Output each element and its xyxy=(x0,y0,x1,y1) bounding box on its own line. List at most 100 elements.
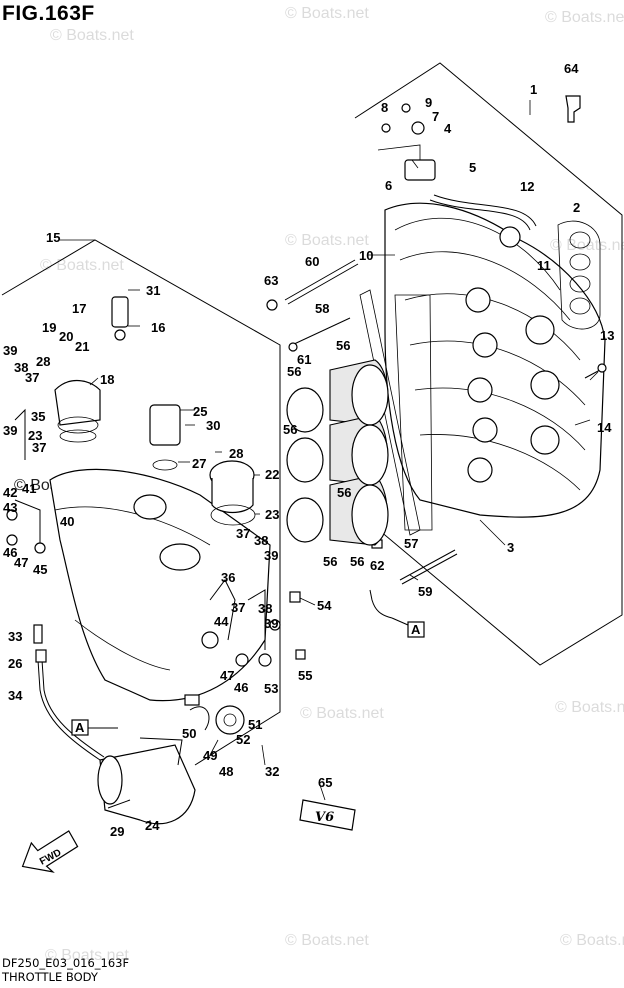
callout-22: 22 xyxy=(265,467,279,482)
callout-15: 15 xyxy=(46,230,60,245)
callout-9: 9 xyxy=(425,95,432,110)
callout-27: 27 xyxy=(192,456,206,471)
callout-2: 2 xyxy=(573,200,580,215)
callout-6: 6 xyxy=(385,178,392,193)
callout-23b: 23 xyxy=(28,428,42,443)
callout-43: 43 xyxy=(3,500,17,515)
callout-28: 28 xyxy=(36,354,50,369)
callout-57: 57 xyxy=(404,536,418,551)
callout-49: 49 xyxy=(203,748,217,763)
v6-badge: V6 xyxy=(299,799,356,831)
watermark: © Boats.net xyxy=(50,27,134,44)
callout-45: 45 xyxy=(33,562,47,577)
watermark: © Boats.net xyxy=(285,5,369,22)
callout-37b: 37 xyxy=(32,440,46,455)
callout-47: 47 xyxy=(14,555,28,570)
callout-44: 44 xyxy=(214,614,229,629)
watermark: © Boats.net xyxy=(545,9,624,26)
callout-62: 62 xyxy=(370,558,384,573)
callout-40: 40 xyxy=(60,514,74,529)
callout-21: 21 xyxy=(75,339,89,354)
callout-41: 41 xyxy=(22,481,36,496)
intake-funnels xyxy=(286,359,389,546)
reference-a-right: A xyxy=(391,617,425,638)
fwd-arrow-icon: FWD xyxy=(21,830,79,873)
figure-code: DF250_E03_016_163F xyxy=(2,956,130,970)
callout-38b: 38 xyxy=(254,533,268,548)
figure-caption: THROTTLE BODY xyxy=(2,970,98,984)
callout-38: 38 xyxy=(14,360,28,375)
callout-38c: 38 xyxy=(258,601,272,616)
callout-39b: 39 xyxy=(3,423,17,438)
callout-56d: 56 xyxy=(337,485,351,500)
callout-46: 46 xyxy=(3,545,17,560)
callout-33: 33 xyxy=(8,629,22,644)
callout-56f: 56 xyxy=(350,554,364,569)
watermark: © Boats.net xyxy=(560,932,624,949)
callout-34: 34 xyxy=(8,688,23,703)
callout-42: 42 xyxy=(3,485,17,500)
callout-11: 11 xyxy=(537,258,551,273)
callout-5: 5 xyxy=(469,160,476,175)
callout-56c: 56 xyxy=(283,422,297,437)
callout-13: 13 xyxy=(600,328,614,343)
callout-labels: 1 2 3 4 5 6 7 8 9 10 11 12 13 14 15 16 1… xyxy=(3,61,614,839)
callout-1: 1 xyxy=(530,82,537,97)
reference-a-left: A xyxy=(71,719,118,736)
callout-29: 29 xyxy=(110,824,124,839)
callout-24: 24 xyxy=(145,818,160,833)
callout-35: 35 xyxy=(31,409,45,424)
callout-46b: 46 xyxy=(234,680,248,695)
callout-48: 48 xyxy=(219,764,233,779)
callout-56: 56 xyxy=(336,338,350,353)
callout-50: 50 xyxy=(182,726,196,741)
callout-30: 30 xyxy=(206,418,220,433)
callout-51: 51 xyxy=(248,717,262,732)
watermark: © Boats.net xyxy=(45,947,129,964)
callout-20: 20 xyxy=(59,329,73,344)
watermark: © Boats.net xyxy=(300,705,384,722)
callout-37: 37 xyxy=(25,370,39,385)
callout-14: 14 xyxy=(597,420,612,435)
callout-10: 10 xyxy=(359,248,373,263)
callout-39: 39 xyxy=(3,343,17,358)
watermark: © Boats.net xyxy=(285,232,369,249)
callout-47b: 47 xyxy=(220,668,234,683)
watermark: © Boats.net xyxy=(555,699,624,716)
reference-a-label: A xyxy=(411,622,421,637)
callout-55: 55 xyxy=(298,668,312,683)
throttle-assembly xyxy=(1,239,306,825)
callout-25: 25 xyxy=(193,404,207,419)
callout-3: 3 xyxy=(507,540,514,555)
callout-16: 16 xyxy=(151,320,165,335)
callout-59: 59 xyxy=(418,584,432,599)
callout-65: 65 xyxy=(318,775,332,790)
v6-badge-label: V6 xyxy=(315,810,334,825)
callout-12: 12 xyxy=(520,179,534,194)
callout-39c: 39 xyxy=(264,548,278,563)
callout-39d: 39 xyxy=(264,616,278,631)
callout-32: 32 xyxy=(265,764,279,779)
reference-a-label: A xyxy=(75,720,85,735)
callout-19: 19 xyxy=(42,320,56,335)
callout-8: 8 xyxy=(381,100,388,115)
callout-31: 31 xyxy=(146,283,160,298)
callout-52: 52 xyxy=(236,732,250,747)
callout-4: 4 xyxy=(444,121,452,136)
callout-7: 7 xyxy=(432,109,439,124)
footer: DF250_E03_016_163F THROTTLE BODY xyxy=(2,956,129,984)
callout-64: 64 xyxy=(564,61,579,76)
callout-58: 58 xyxy=(315,301,329,316)
callout-63: 63 xyxy=(264,273,278,288)
callout-60: 60 xyxy=(305,254,319,269)
callout-23: 23 xyxy=(265,507,279,522)
callout-54: 54 xyxy=(317,598,332,613)
callout-56e: 56 xyxy=(323,554,337,569)
callout-56b: 56 xyxy=(287,364,301,379)
watermark: © Boats.net xyxy=(40,257,124,274)
intake-manifold-assembly xyxy=(266,62,623,666)
figure-title: FIG.163F xyxy=(2,2,95,25)
callout-37c: 37 xyxy=(236,526,250,541)
callout-18: 18 xyxy=(100,372,114,387)
